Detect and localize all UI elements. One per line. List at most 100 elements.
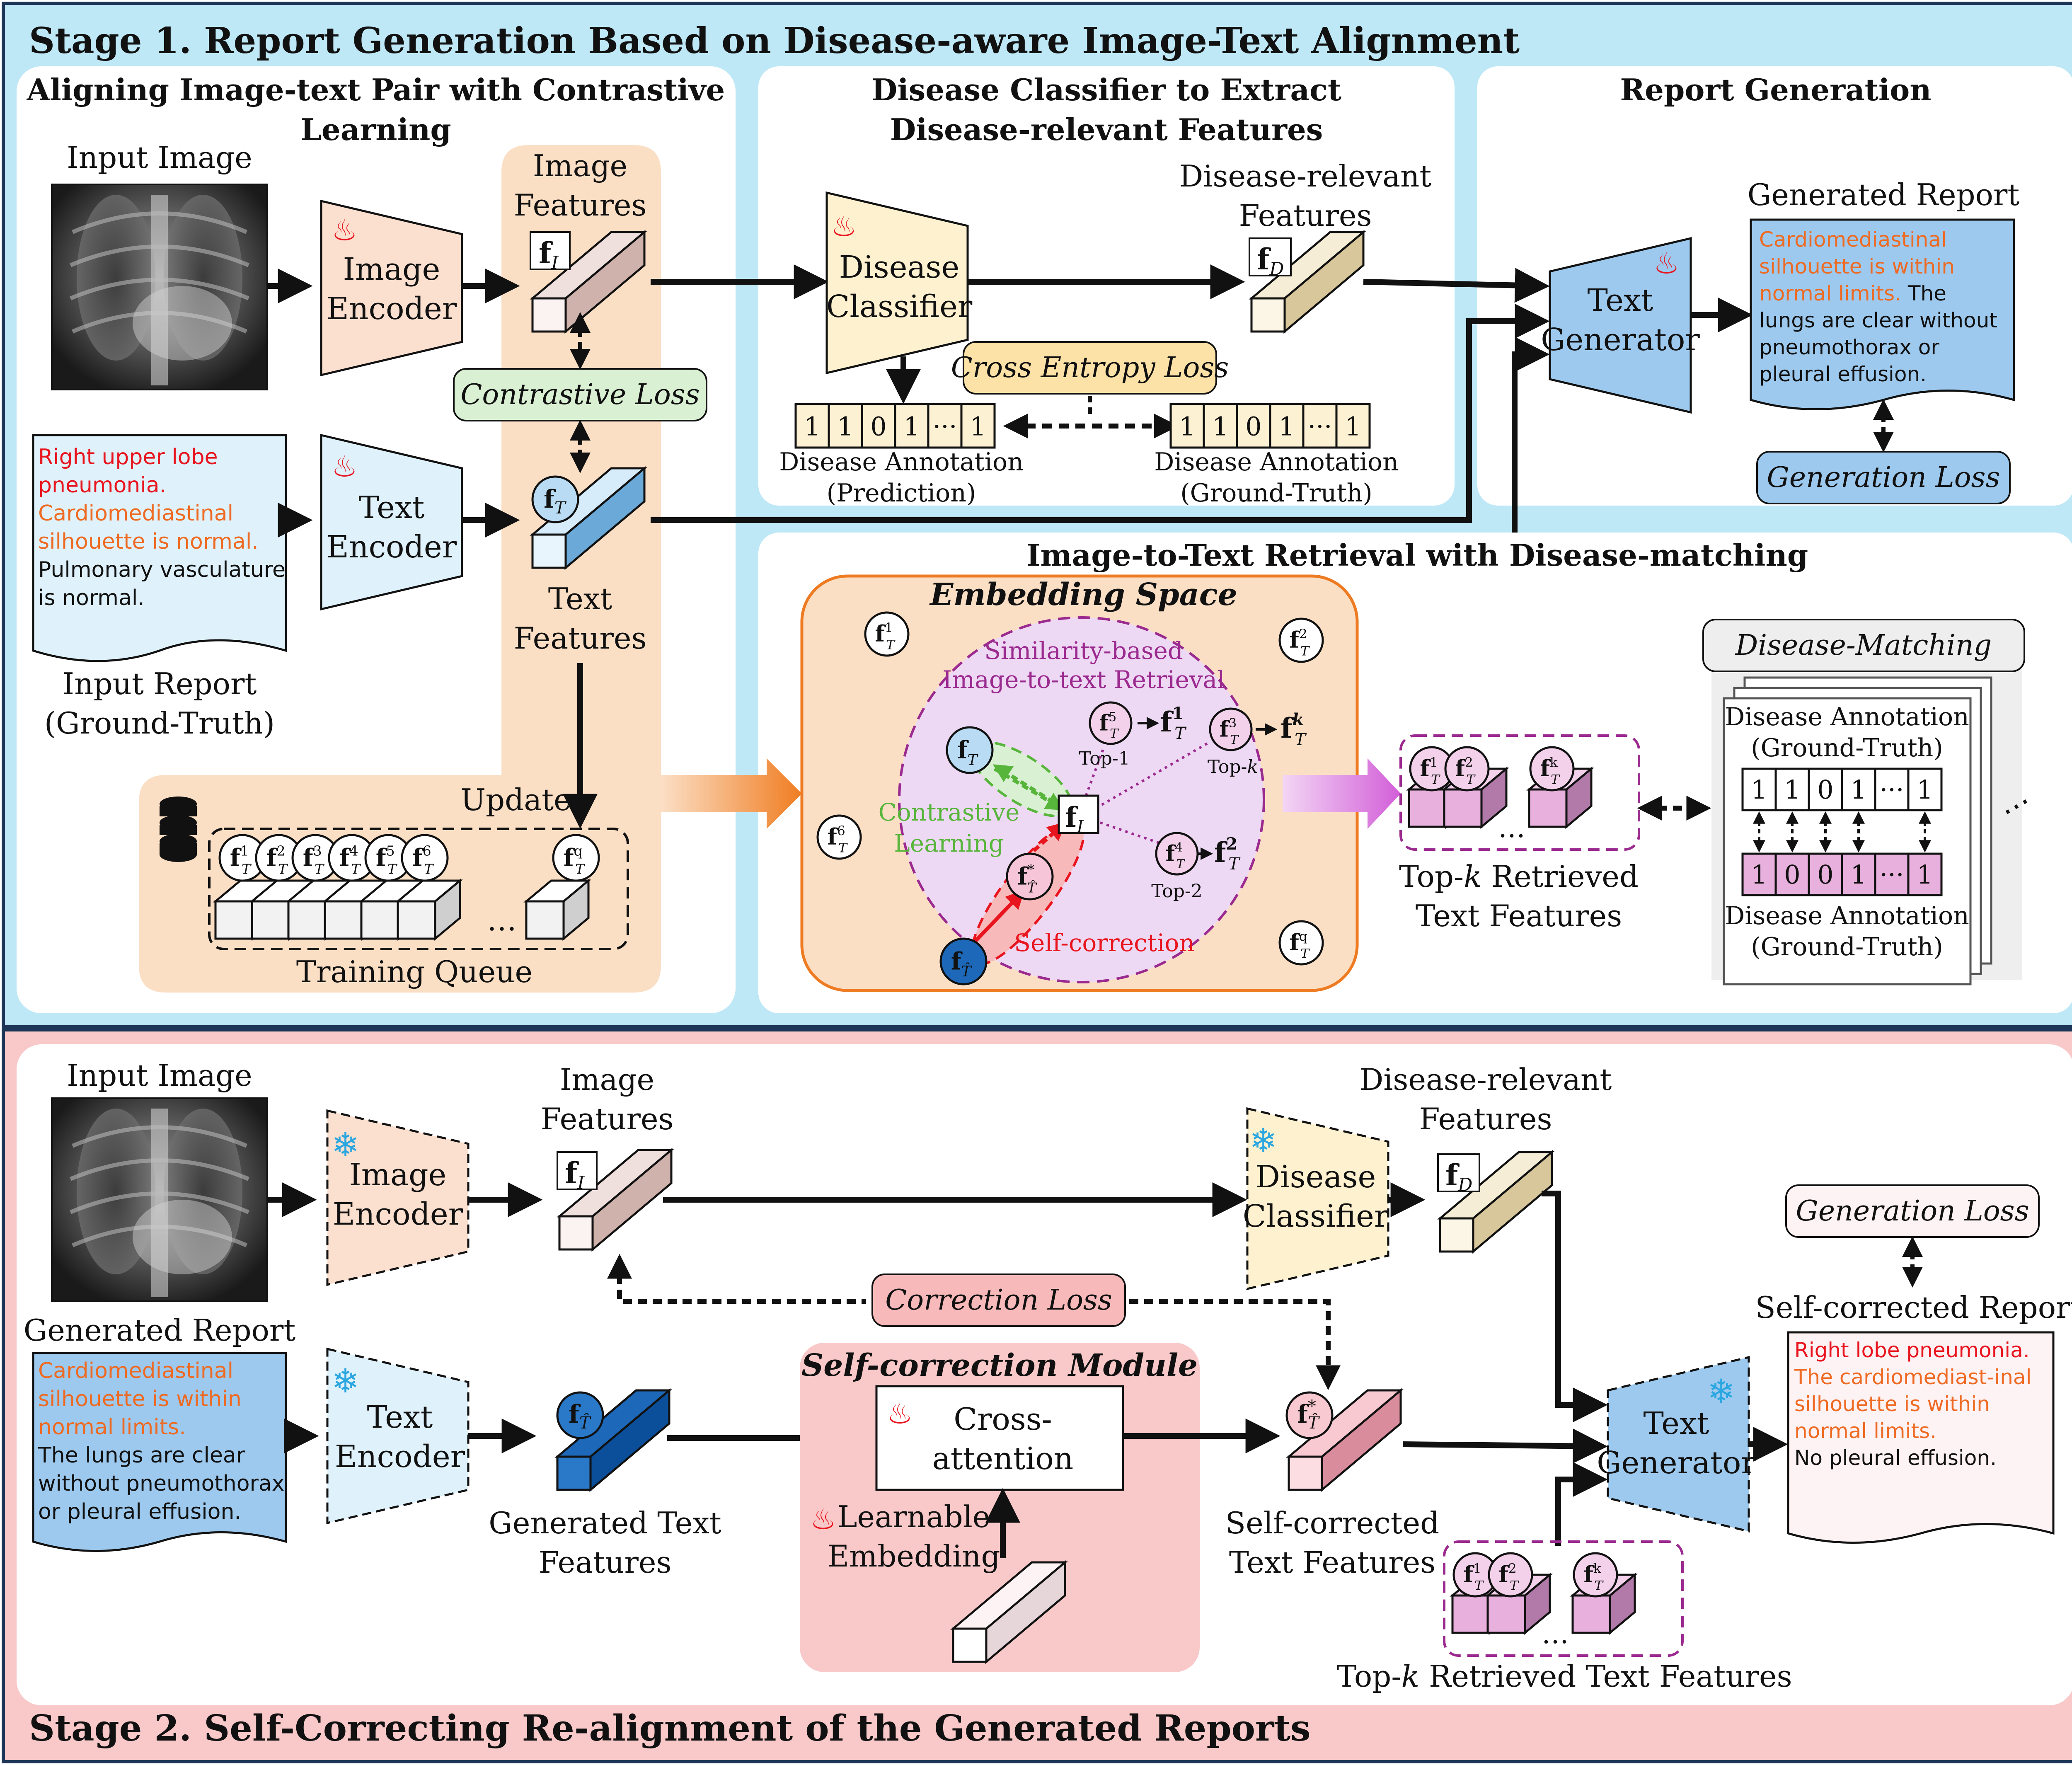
- prediction-cell-value: ···: [932, 412, 957, 442]
- red-dashed-arrow: [1024, 821, 1067, 859]
- self-corrected-features-label-line2: Text Features: [1229, 1545, 1435, 1580]
- queue-feature: [401, 834, 449, 882]
- queue-cube-front: [360, 900, 400, 940]
- matching-bottom-cell-value: 0: [1784, 859, 1800, 890]
- s2-topk-box: [1443, 1540, 1684, 1657]
- generated-report-line: normal limits. The: [1759, 281, 1946, 305]
- input-report-document: [32, 434, 287, 662]
- input-report-line: Cardiomediastinal: [38, 501, 233, 526]
- inner-fthat: [939, 937, 988, 985]
- s2-fi-label-box: [557, 1151, 598, 1190]
- gradient-arrow-queue-to-embedding: [661, 758, 802, 829]
- s2-fd-label-box: [1437, 1153, 1480, 1192]
- matching-gt2-label-line1: Disease Annotation: [1725, 901, 1969, 930]
- snowflake-icon: ❄: [332, 1362, 359, 1400]
- fi-square: [1058, 794, 1099, 834]
- classifier-label-line2: Classifier: [826, 289, 973, 324]
- matching-top-cell: [1907, 767, 1943, 811]
- corrected-report-line: The cardiomediast-inal: [1794, 1365, 2031, 1389]
- ground-truth-cell-value: 1: [1278, 412, 1295, 442]
- ground-truth-cell-value: 1: [1345, 412, 1361, 442]
- matching-top-cell-value: 1: [1751, 775, 1767, 805]
- prediction-cell-value: 1: [804, 412, 820, 442]
- arrow-df-to-generator: [1363, 268, 1550, 303]
- prediction-cell: [861, 403, 896, 449]
- matching-dotted-arrows: [1753, 811, 1931, 853]
- retrieval-link-topk: [1095, 741, 1211, 809]
- s2-generated-report-label: Generated Report: [24, 1313, 296, 1348]
- matching-bottom-cell: [1907, 852, 1943, 896]
- s2-topk-label-tail: Retrieved Text Features: [1419, 1659, 1792, 1694]
- gt-label-line1: Disease Annotation: [1154, 448, 1398, 477]
- correction-loss-box: [871, 1274, 1126, 1327]
- disease-matching-label: Disease-Matching: [1735, 629, 1992, 662]
- corrected-report-line: normal limits.: [1794, 1419, 1936, 1443]
- s2-image-features-label-line2: Features: [541, 1102, 674, 1136]
- s2-image-encoder-label-line1: Image: [349, 1157, 447, 1193]
- s2-image-encoder-label-line2: Encoder: [333, 1196, 463, 1232]
- generated-report-line: pleural effusion.: [1759, 362, 1927, 386]
- stage1-title: Stage 1. Report Generation Based on Dise…: [29, 20, 1520, 62]
- generated-report-line: lungs are clear without: [1759, 308, 1997, 332]
- top1-label: Top-1: [1079, 748, 1130, 769]
- topk-feature: [1488, 1552, 1533, 1598]
- matching-bottom-cell-value: 0: [1817, 859, 1833, 890]
- red-arrow: [970, 890, 1025, 947]
- snowflake-icon: ❄: [1707, 1372, 1735, 1411]
- similarity-label-line1: Similarity-based: [984, 637, 1183, 665]
- input-report-line: Right upper lobe: [38, 445, 218, 470]
- prediction-label-line1: Disease Annotation: [779, 448, 1023, 477]
- fire-icon: ♨: [1653, 247, 1680, 281]
- generation-loss-box: [1756, 451, 2011, 504]
- s2-generated-report-line: silhouette is within: [38, 1387, 242, 1412]
- outer-feature: [816, 814, 862, 860]
- s2-generated-report-text: Cardiomediastinal silhouette is within n…: [38, 1358, 285, 1524]
- fthatstar-circle: [1285, 1391, 1334, 1439]
- inner-top2: [1155, 832, 1199, 876]
- outer-feature: [1278, 920, 1324, 966]
- s2-fthat-circle: [556, 1391, 604, 1439]
- matching-gt2-label-line2: (Ground-Truth): [1751, 932, 1943, 961]
- queue-cube-front: [397, 900, 436, 940]
- generated-report-label: Generated Report: [1748, 177, 2020, 212]
- topk-retrieved-label-line1: Top-k Retrieved: [1399, 859, 1639, 894]
- s2-arrow-corrected-to-generator: [1402, 1428, 1608, 1464]
- s2-classifier-label-line2: Classifier: [1243, 1198, 1389, 1234]
- generated-report-line: pneumothorax or: [1759, 335, 1939, 359]
- prediction-cell: [794, 403, 830, 449]
- matching-bottom-cell: [1874, 852, 1910, 896]
- s2-generated-text-features-label-line2: Features: [539, 1545, 672, 1580]
- outer-feature: [864, 611, 910, 657]
- matching-bottom-cell-value: 1: [1751, 859, 1767, 890]
- input-report-line: pneumonia.: [38, 473, 166, 498]
- s2-generated-report-line: The lungs are clear: [38, 1443, 245, 1468]
- generation-loss-label: Generation Loss: [1767, 461, 2000, 494]
- s2-generated-text-features-label-line1: Generated Text: [489, 1506, 721, 1540]
- embedding-space-title: Embedding Space: [929, 577, 1237, 613]
- text-encoder: [320, 433, 463, 611]
- topk-label-text: Top-: [1208, 756, 1247, 777]
- s2-input-image-label: Input Image: [67, 1058, 252, 1093]
- s2-fthat-symbol: fT̂: [569, 1400, 592, 1433]
- cross-attention-label-line1: Cross-: [954, 1402, 1052, 1437]
- text-encoder-label-line1: Text: [359, 490, 425, 525]
- self-correction-label: Self-correction: [1014, 929, 1194, 957]
- text-features-label-line1: Text: [548, 581, 612, 616]
- prediction-cell-value: 1: [970, 412, 986, 442]
- queue-cube-front: [525, 900, 565, 940]
- cross-attention-label-line2: attention: [932, 1441, 1074, 1477]
- classifier-title-line2: Disease-relevant Features: [890, 112, 1323, 147]
- input-xray-image: [51, 184, 268, 390]
- input-report-line: silhouette is normal.: [38, 529, 259, 554]
- ground-truth-cell-value: 1: [1212, 412, 1228, 442]
- disease-features-label-line1: Disease-relevant: [1179, 159, 1432, 194]
- ground-truth-cell-value: 0: [1245, 412, 1261, 442]
- classifier-label-line1: Disease: [839, 249, 960, 285]
- learnable-embedding-cube: [950, 1560, 1068, 1664]
- ground-truth-cell: [1203, 403, 1238, 449]
- fire-icon: ♨: [810, 1502, 836, 1536]
